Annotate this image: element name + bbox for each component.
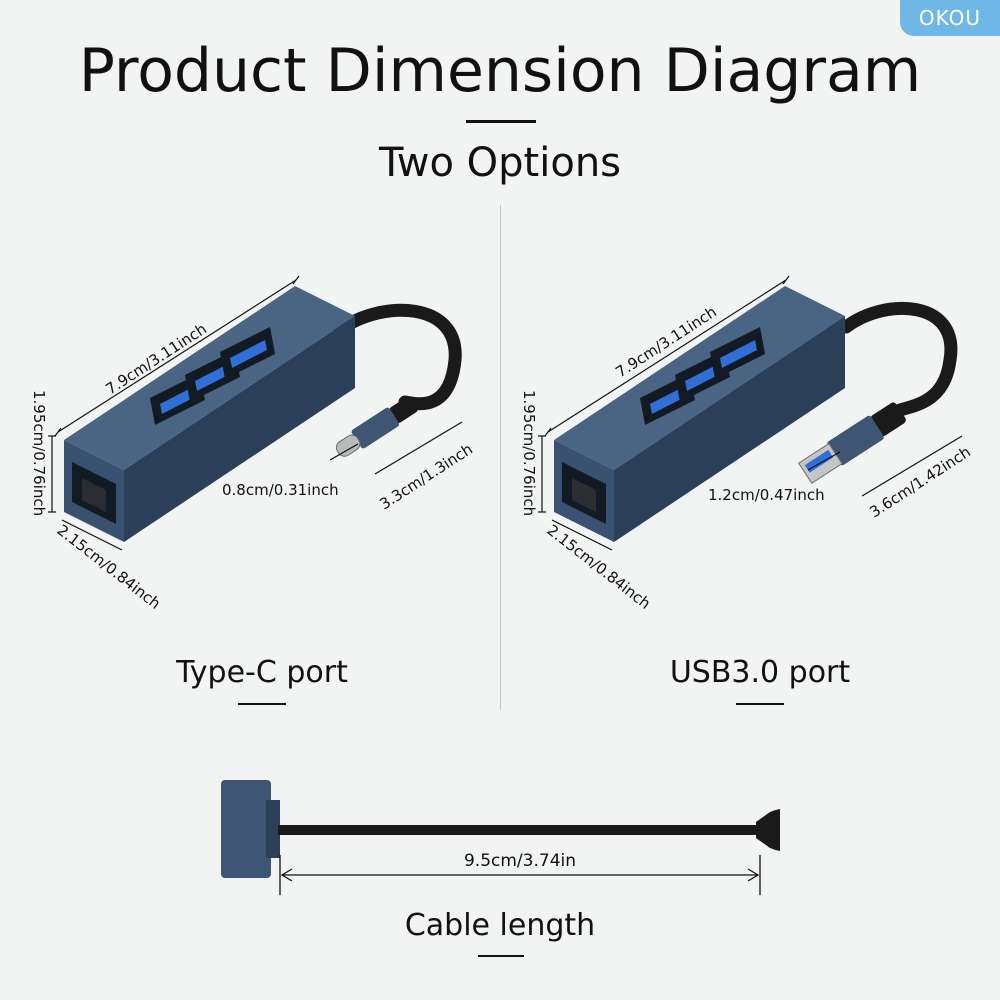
title-rule [466,120,536,123]
typec-dim-plug-width: 0.8cm/0.31inch [222,481,339,499]
hub-end-block [221,780,271,878]
typec-hub-diagram: 7.9cm/3.11inch 1.95cm/0.76inch 2.15cm/0.… [30,275,476,613]
usb3-dim-plug-width: 1.2cm/0.47inch [708,486,825,504]
usb-port-icon [220,327,275,379]
center-divider [500,205,501,710]
cable-length-label: Cable length [404,908,596,943]
cable-length-value: 9.5cm/3.74in [464,851,576,871]
usb3-hub-diagram: 7.9cm/3.11inch 1.95cm/0.76inch 2.15cm/0.… [520,275,974,613]
typec-label-rule [238,703,286,705]
usb3-hub-side [614,316,845,542]
typec-port-label: Type-C port [176,655,348,690]
usb3-port-label: USB3.0 port [669,655,851,690]
brand-badge: OKOU [900,0,1000,36]
typec-cable [333,303,462,411]
ethernet-port-icon [562,462,606,524]
page-subtitle: Two Options [378,140,622,186]
typec-dim-height: 1.95cm/0.76inch [30,390,48,516]
usb3-dim-height: 1.95cm/0.76inch [520,390,538,516]
ethernet-port-icon [72,462,116,524]
usb3-label-rule [736,703,784,705]
usb3-cable [839,302,958,417]
typec-hub-side [124,316,355,542]
page-title: Product Dimension Diagram [78,36,922,106]
typec-plug [335,396,418,457]
usb-port-icon [710,327,765,379]
cable-label-rule [478,955,524,957]
